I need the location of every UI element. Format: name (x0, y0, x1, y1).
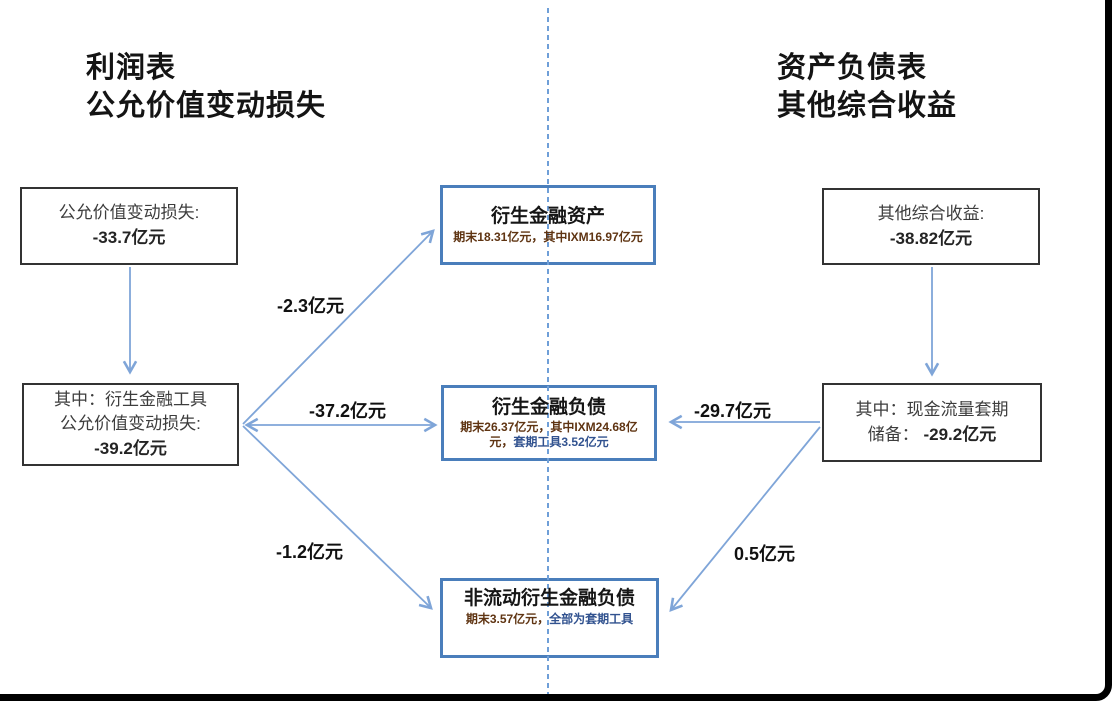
arrow-derivative-loss-to-noncurrent (242, 425, 433, 610)
noncurrent-derivative-liabilities-subtitle: 期末3.57亿元，全部为套期工具 (466, 612, 633, 627)
flow-label-reserve-to-liabilities: -29.7亿元 (694, 401, 772, 421)
noncurrent-derivative-liabilities-box: 非流动衍生金融负债 期末3.57亿元，全部为套期工具 (440, 578, 659, 658)
derivative-fair-value-loss-line2: 公允价值变动损失: (60, 414, 201, 434)
flow-label-to-assets: -2.3亿元 (277, 296, 345, 316)
cash-flow-hedge-reserve-line2: 储备： -29.2亿元 (868, 423, 996, 448)
derivative-assets-title: 衍生金融资产 (490, 206, 605, 228)
derivative-liabilities-subtitle-part1: 期末26.37亿元，其中IXM24.68亿元， (460, 420, 638, 450)
derivative-fair-value-loss-line1: 其中：衍生金融工具 (54, 389, 207, 409)
derivative-liabilities-subtitle-part2: 套期工具3.52亿元 (513, 435, 609, 450)
balance-sheet-title-line2: 其他综合收益 (777, 89, 958, 122)
flow-label-reserve-to-noncurrent: 0.5亿元 (734, 544, 796, 564)
oci-total-value: -38.82亿元 (889, 228, 973, 248)
cash-flow-hedge-reserve-box: 其中：现金流量套期 储备： -29.2亿元 (822, 383, 1042, 462)
derivative-fair-value-loss-value: -39.2亿元 (94, 438, 167, 458)
arrow-derivative-loss-to-assets (242, 229, 435, 425)
fair-value-loss-total-label: 公允价值变动损失: (58, 203, 200, 223)
derivative-liabilities-subtitle: 期末26.37亿元，其中IXM24.68亿元，套期工具3.52亿元 (453, 420, 645, 450)
flow-label-to-noncurrent: -1.2亿元 (276, 542, 344, 562)
balance-sheet-title: 资产负债表 其他综合收益 (777, 50, 957, 125)
noncurrent-derivative-liabilities-title: 非流动衍生金融负债 (463, 588, 635, 609)
derivative-assets-subtitle-part1: 期末18.31亿元，其中IXM16.97亿元 (453, 229, 643, 244)
flow-label-to-liabilities: -37.2亿元 (309, 401, 387, 421)
noncurrent-derivative-liabilities-subtitle-part2: 全部为套期工具 (549, 611, 634, 626)
cash-flow-hedge-reserve-line1: 其中：现金流量套期 (855, 399, 1009, 419)
fair-value-loss-total-box: 公允价值变动损失: -33.7亿元 (20, 187, 238, 265)
balance-sheet-title-line1: 资产负债表 (777, 52, 928, 84)
income-statement-title: 利润表 公允价值变动损失 (86, 50, 326, 125)
noncurrent-derivative-liabilities-subtitle-part1: 期末3.57亿元， (465, 611, 550, 626)
derivative-assets-box: 衍生金融资产 期末18.31亿元，其中IXM16.97亿元 (440, 185, 656, 265)
derivative-assets-subtitle: 期末18.31亿元，其中IXM16.97亿元 (453, 230, 642, 245)
derivative-liabilities-box: 衍生金融负债 期末26.37亿元，其中IXM24.68亿元，套期工具3.52亿元 (441, 385, 657, 461)
cash-flow-hedge-reserve-label: 储备： (867, 424, 924, 444)
fair-value-loss-total-value: -33.7亿元 (92, 228, 166, 247)
income-statement-title-line1: 利润表 (86, 52, 177, 84)
cash-flow-hedge-reserve-value: -29.2亿元 (923, 424, 997, 444)
income-statement-title-line2: 公允价值变动损失 (86, 89, 327, 122)
arrow-reserve-to-noncurrent (669, 426, 821, 613)
oci-total-box: 其他综合收益: -38.82亿元 (822, 188, 1040, 265)
derivative-liabilities-title: 衍生金融负债 (491, 396, 606, 418)
derivative-fair-value-loss-box: 其中：衍生金融工具 公允价值变动损失: -39.2亿元 (22, 383, 239, 466)
oci-total-label: 其他综合收益: (877, 203, 985, 223)
